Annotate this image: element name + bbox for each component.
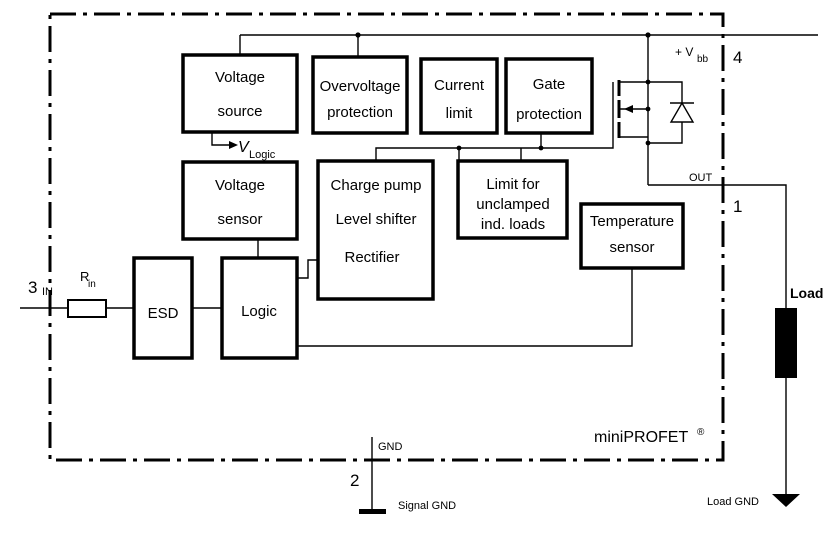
vbb-label: + V (675, 45, 693, 59)
overvoltage-line-2: protection (327, 104, 393, 121)
v-logic-label: V (238, 139, 250, 156)
rin-label: R (80, 269, 89, 284)
temp-logic-wire (297, 268, 633, 347)
power-mosfet (612, 79, 683, 185)
limit-unclamped-block: Limit for unclamped ind. loads (456, 159, 569, 240)
gate-protection-block: Gate protection (504, 57, 594, 135)
out-label: OUT (689, 172, 713, 184)
charge-pump-line-3: Rectifier (344, 249, 399, 266)
esd-block: ESD (132, 256, 194, 360)
gate-protection-line-2: protection (516, 106, 582, 123)
out-wire (648, 184, 787, 308)
temperature-sensor-line-2: sensor (609, 239, 654, 256)
current-limit-block: Current limit (419, 57, 499, 135)
load-gnd-label: Load GND (707, 496, 759, 508)
pin-out-number: 1 (733, 197, 742, 216)
temperature-sensor-block: Temperature sensor (579, 202, 685, 270)
temperature-sensor-line-1: Temperature (590, 213, 674, 230)
pin-in-number: 3 (28, 278, 37, 297)
charge-pump-line-2: Level shifter (336, 211, 417, 228)
body-diode-icon (669, 101, 695, 123)
vbb-subscript: bb (697, 54, 709, 65)
charge-pump-block: Charge pump Level shifter Rectifier (316, 159, 435, 301)
voltage-sensor-block: Voltage sensor (181, 160, 299, 241)
rin-resistor (67, 299, 107, 318)
voltage-source-line-1: Voltage (215, 69, 265, 86)
v-logic-subscript: Logic (249, 149, 276, 161)
product-name: miniPROFET (594, 429, 688, 446)
limit-unclamped-line-3: ind. loads (481, 216, 545, 233)
v-logic-arrow (211, 132, 238, 149)
voltage-sensor-line-2: sensor (217, 211, 262, 228)
load-label: Load (790, 285, 823, 301)
esd-label: ESD (148, 305, 179, 322)
gnd-label: GND (378, 441, 403, 453)
gate-bus-wire (375, 135, 614, 161)
current-limit-line-1: Current (434, 77, 485, 94)
overvoltage-protection-block: Overvoltage protection (311, 55, 409, 135)
load-gnd-arrow-icon (772, 494, 800, 507)
voltage-source-line-2: source (217, 103, 262, 120)
rin-subscript: in (88, 279, 96, 290)
overvoltage-line-1: Overvoltage (320, 78, 401, 95)
charge-pump-line-1: Charge pump (331, 177, 422, 194)
load-resistor (775, 308, 797, 378)
pin-gnd-number: 2 (350, 471, 359, 490)
logic-block: Logic (220, 256, 299, 360)
chargepump-logic-wire (297, 259, 318, 279)
limit-unclamped-line-2: unclamped (476, 196, 549, 213)
signal-gnd-label: Signal GND (398, 500, 456, 512)
current-limit-line-2: limit (446, 105, 473, 122)
package-outline (48, 12, 725, 462)
voltage-source-block: Voltage source (181, 53, 299, 134)
limit-unclamped-line-1: Limit for (486, 176, 539, 193)
in-label: IN (42, 286, 53, 298)
logic-label: Logic (241, 303, 277, 320)
vbb-rail (239, 32, 818, 82)
pin-vbb-number: 4 (733, 48, 742, 67)
signal-gnd-bar (359, 509, 386, 514)
voltage-sensor-line-1: Voltage (215, 177, 265, 194)
product-trademark: ® (697, 427, 705, 438)
gate-protection-line-1: Gate (533, 76, 566, 93)
